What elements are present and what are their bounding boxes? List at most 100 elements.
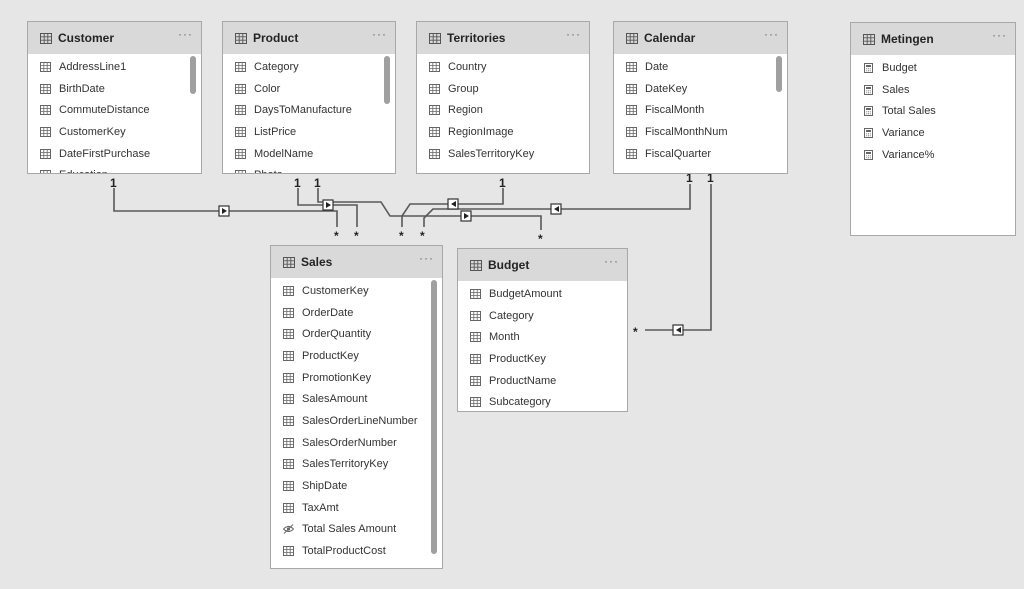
field-row[interactable]: Date (614, 56, 787, 78)
direction-arrow-icon (554, 206, 559, 212)
field-row[interactable]: TaxAmt (271, 497, 442, 519)
more-options-icon[interactable]: ··· (764, 27, 779, 41)
field-row[interactable]: ListPrice (223, 121, 395, 143)
field-name: RegionImage (448, 125, 514, 138)
field-row[interactable]: Color (223, 78, 395, 100)
more-options-icon[interactable]: ··· (372, 27, 387, 41)
field-name: ListPrice (254, 125, 297, 138)
field-row[interactable]: FiscalMonth (614, 99, 787, 121)
scrollbar[interactable] (776, 56, 782, 92)
table-header[interactable]: Product ··· (223, 22, 395, 54)
field-row[interactable]: CustomerKey (28, 121, 201, 143)
field-row[interactable]: ShipDate (271, 475, 442, 497)
more-options-icon[interactable]: ··· (992, 28, 1007, 42)
relationship-customer-sales (113, 188, 338, 227)
table-header[interactable]: Calendar ··· (614, 22, 787, 54)
table-icon (863, 33, 875, 45)
field-row[interactable]: AddressLine1 (28, 56, 201, 78)
field-row[interactable]: BirthDate (28, 78, 201, 100)
field-name: Budget (882, 61, 917, 74)
field-row[interactable]: Variance% (851, 144, 1015, 166)
field-name: SalesAmount (302, 393, 368, 406)
table-header[interactable]: Budget ··· (458, 249, 627, 281)
field-name: Total Sales Amount (302, 523, 397, 536)
field-name: Country (448, 60, 487, 73)
relationship-product-budget (317, 188, 542, 230)
more-options-icon[interactable]: ··· (419, 251, 434, 265)
field-row[interactable]: Category (458, 305, 627, 327)
field-row[interactable]: PromotionKey (271, 367, 442, 389)
direction-arrow-icon (222, 208, 227, 214)
field-row[interactable]: CustomerKey (271, 280, 442, 302)
field-name: Variance% (882, 148, 935, 161)
field-row[interactable]: Category (223, 56, 395, 78)
field-row[interactable]: OrderQuantity (271, 323, 442, 345)
column-icon (429, 148, 440, 159)
column-icon (626, 83, 637, 94)
table-header[interactable]: Territories ··· (417, 22, 589, 54)
field-row[interactable]: SalesAmount (271, 388, 442, 410)
scrollbar[interactable] (190, 56, 196, 94)
more-options-icon[interactable]: ··· (178, 27, 193, 41)
field-row[interactable]: FiscalMonthNum (614, 121, 787, 143)
field-row[interactable]: ProductKey (458, 348, 627, 370)
field-row[interactable]: SalesTerritoryKey (417, 143, 589, 165)
table-header[interactable]: Customer ··· (28, 22, 201, 54)
table-icon (470, 259, 482, 271)
field-name: ModelName (254, 147, 314, 160)
table-header[interactable]: Metingen ··· (851, 23, 1015, 55)
scrollbar[interactable] (384, 56, 390, 104)
field-row[interactable]: OrderDate (271, 302, 442, 324)
field-row[interactable]: DateFirstPurchase (28, 143, 201, 165)
field-row[interactable]: UnitPrice (271, 562, 442, 568)
field-row[interactable]: ModelName (223, 143, 395, 165)
field-row[interactable]: SalesTerritoryKey (271, 454, 442, 476)
column-icon (470, 288, 481, 299)
field-row[interactable]: DateKey (614, 78, 787, 100)
field-row[interactable]: Month (458, 326, 627, 348)
column-icon (283, 437, 294, 448)
field-row[interactable]: Region (417, 99, 589, 121)
column-icon (283, 329, 294, 340)
field-row[interactable]: FiscalQuarter (614, 143, 787, 165)
field-row[interactable]: Subcategory (458, 391, 627, 411)
field-name: Region (448, 104, 483, 117)
field-row[interactable]: BudgetAmount (458, 283, 627, 305)
more-options-icon[interactable]: ··· (566, 27, 581, 41)
field-row[interactable]: SalesOrderNumber (271, 432, 442, 454)
table-header[interactable]: Sales ··· (271, 246, 442, 278)
more-options-icon[interactable]: ··· (604, 254, 619, 268)
scrollbar[interactable] (431, 280, 437, 554)
field-row[interactable]: Country (417, 56, 589, 78)
field-row[interactable]: SalesOrderLineNumber (271, 410, 442, 432)
table-title: Calendar (644, 31, 696, 45)
field-row[interactable]: Variance (851, 122, 1015, 144)
field-row[interactable]: TotalProductCost (271, 540, 442, 562)
field-row[interactable]: ProductKey (271, 345, 442, 367)
field-row[interactable]: Group (417, 78, 589, 100)
field-row[interactable]: Sales (851, 79, 1015, 101)
column-icon (626, 126, 637, 137)
field-row[interactable]: Total Sales (851, 100, 1015, 122)
field-name: ShipDate (302, 480, 348, 493)
measure-icon (864, 127, 873, 138)
field-row[interactable]: Education (28, 164, 201, 173)
column-icon (429, 83, 440, 94)
field-row[interactable]: Photo (223, 164, 395, 173)
field-row[interactable]: CommuteDistance (28, 99, 201, 121)
field-name: OrderDate (302, 306, 354, 319)
field-row[interactable]: Total Sales Amount (271, 519, 442, 541)
field-row[interactable]: RegionImage (417, 121, 589, 143)
field-row[interactable]: Budget (851, 57, 1015, 79)
field-row[interactable]: DaysToManufacture (223, 99, 395, 121)
field-row[interactable]: ProductName (458, 370, 627, 392)
